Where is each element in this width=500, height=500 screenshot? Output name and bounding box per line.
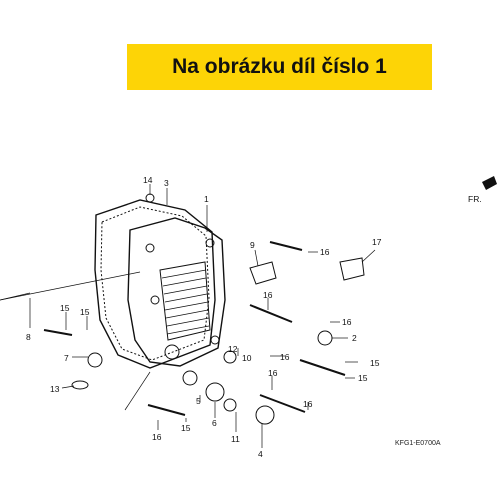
crankcase-cover: [127, 217, 226, 367]
banner-text: Na obrázku díl číslo 1: [172, 55, 387, 78]
callout-3: 3: [164, 178, 169, 188]
part-number-banner: Na obrázku díl číslo 1: [127, 44, 432, 90]
diagram-code: KFG1-E0700A: [395, 440, 441, 447]
callout-16-d: 16: [280, 352, 290, 362]
callout-16-c: 16: [342, 317, 352, 327]
callout-16-g: 16: [152, 432, 162, 442]
callout-11: 11: [231, 434, 240, 444]
gasket: [94, 199, 216, 369]
callout-6: 6: [212, 418, 217, 428]
callout-16-a: 16: [320, 247, 330, 257]
callout-16-b: 16: [263, 290, 273, 300]
callout-2: 2: [352, 333, 357, 343]
callout-12: 12: [228, 344, 238, 354]
callout-1: 1: [204, 194, 209, 204]
callout-15-d: 15: [358, 373, 368, 383]
callout-15-e: 15: [181, 423, 191, 433]
fr-arrow-icon: [482, 176, 497, 190]
callout-17: 17: [372, 237, 382, 247]
callout-10: 10: [242, 353, 252, 363]
callout-15-a: 15: [60, 303, 70, 313]
callout-7: 7: [64, 353, 69, 363]
callout-15-b: 15: [80, 307, 90, 317]
callout-5: 5: [196, 396, 201, 406]
callout-16-e: 16: [268, 368, 278, 378]
callout-15-c: 15: [370, 358, 380, 368]
callout-14: 14: [143, 175, 153, 185]
direction-marker: FR.: [468, 194, 482, 204]
callout-13: 13: [50, 384, 60, 394]
callout-8: 8: [26, 332, 31, 342]
callout-9: 9: [250, 240, 255, 250]
bracket: [249, 261, 277, 285]
callout-16-f: 16: [303, 399, 313, 409]
bracket-clip: [339, 257, 365, 281]
callout-4: 4: [258, 449, 263, 459]
